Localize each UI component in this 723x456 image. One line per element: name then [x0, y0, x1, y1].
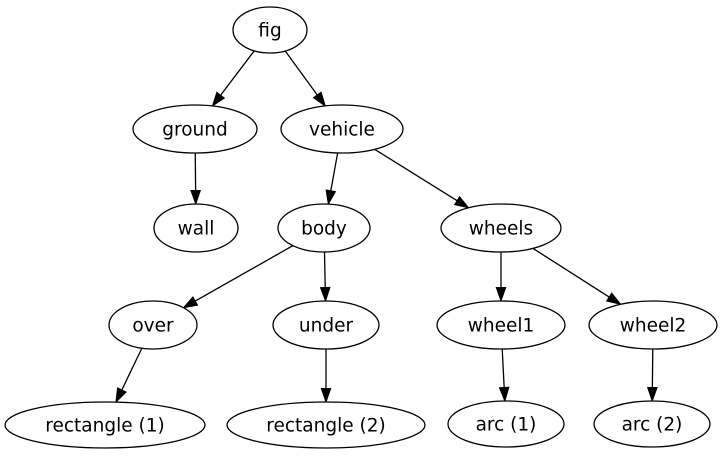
node-wheel2: wheel2 — [588, 300, 718, 350]
node-wall: wall — [153, 203, 239, 253]
node-label: rectangle (2) — [266, 415, 385, 436]
edge-line — [220, 50, 255, 96]
node-label: body — [301, 218, 347, 239]
node-rectangle2: rectangle (2) — [226, 401, 426, 449]
edge-wheel2-arc2 — [646, 348, 658, 403]
node-ellipse — [588, 300, 718, 350]
edge-arrowhead-icon — [325, 189, 337, 206]
edge-arrowhead-icon — [320, 388, 332, 404]
node-body: body — [277, 203, 371, 253]
edge-line — [330, 152, 339, 191]
edge-fig-vehicle — [284, 50, 327, 108]
edge-line — [501, 348, 505, 388]
node-ellipse — [4, 401, 206, 449]
edge-arrowhead-icon — [211, 91, 226, 108]
node-label: wheel1 — [468, 315, 535, 336]
edge-wheels-wheel1 — [495, 252, 507, 303]
edge-arrowhead-icon — [115, 387, 127, 404]
edge-line — [323, 251, 326, 288]
edge-arrowhead-icon — [453, 195, 470, 209]
node-label: arc (2) — [622, 414, 683, 435]
edge-under-rectangle2 — [320, 349, 332, 404]
node-fig: fig — [232, 6, 308, 54]
edge-line — [284, 50, 318, 96]
node-ellipse — [153, 203, 239, 253]
edge-arrowhead-icon — [190, 189, 202, 206]
node-ellipse — [436, 300, 566, 350]
node-under: under — [272, 300, 380, 350]
edge-wheels-wheel2 — [532, 247, 622, 306]
node-rectangle1: rectangle (1) — [4, 401, 206, 449]
node-label: wall — [178, 218, 215, 239]
node-label: rectangle (1) — [45, 415, 164, 436]
node-ellipse — [280, 104, 404, 154]
node-label: ground — [162, 119, 227, 140]
node-label: arc (1) — [476, 414, 537, 435]
node-vehicle: vehicle — [280, 104, 404, 154]
node-ellipse — [447, 400, 565, 448]
edge-arrowhead-icon — [319, 286, 331, 303]
node-label: over — [132, 315, 174, 336]
node-ground: ground — [132, 104, 258, 154]
node-ellipse — [272, 300, 380, 350]
edge-line — [374, 148, 458, 202]
node-ellipse — [593, 400, 711, 448]
node-wheels: wheels — [440, 203, 562, 253]
node-arc2: arc (2) — [593, 400, 711, 448]
edge-line — [121, 347, 143, 391]
node-ellipse — [440, 203, 562, 253]
edge-ground-wall — [190, 152, 202, 206]
node-ellipse — [277, 203, 371, 253]
node-label: vehicle — [309, 119, 375, 140]
edge-line — [194, 245, 294, 302]
edge-arrowhead-icon — [646, 386, 658, 403]
node-ellipse — [232, 6, 308, 54]
node-label: wheels — [469, 218, 533, 239]
edge-arrowhead-icon — [495, 287, 507, 303]
node-ellipse — [108, 300, 198, 350]
edge-arrowhead-icon — [182, 296, 199, 309]
edge-body-under — [319, 251, 331, 303]
edge-fig-ground — [211, 50, 255, 108]
edge-arrowhead-icon — [498, 386, 510, 403]
node-label: under — [299, 315, 354, 336]
node-arc1: arc (1) — [447, 400, 565, 448]
edge-body-over — [182, 245, 294, 309]
edge-arrowhead-icon — [312, 91, 327, 108]
node-ellipse — [226, 401, 426, 449]
edge-over-rectangle1 — [115, 347, 143, 404]
edge-line — [532, 247, 610, 298]
edge-vehicle-body — [325, 152, 339, 206]
node-wheel1: wheel1 — [436, 300, 566, 350]
edge-wheel1-arc1 — [498, 348, 510, 403]
edge-vehicle-wheels — [374, 148, 470, 209]
node-label: fig — [258, 20, 281, 41]
node-label: wheel2 — [620, 315, 687, 336]
node-over: over — [108, 300, 198, 350]
edge-arrowhead-icon — [605, 292, 622, 306]
node-ellipse — [132, 104, 258, 154]
